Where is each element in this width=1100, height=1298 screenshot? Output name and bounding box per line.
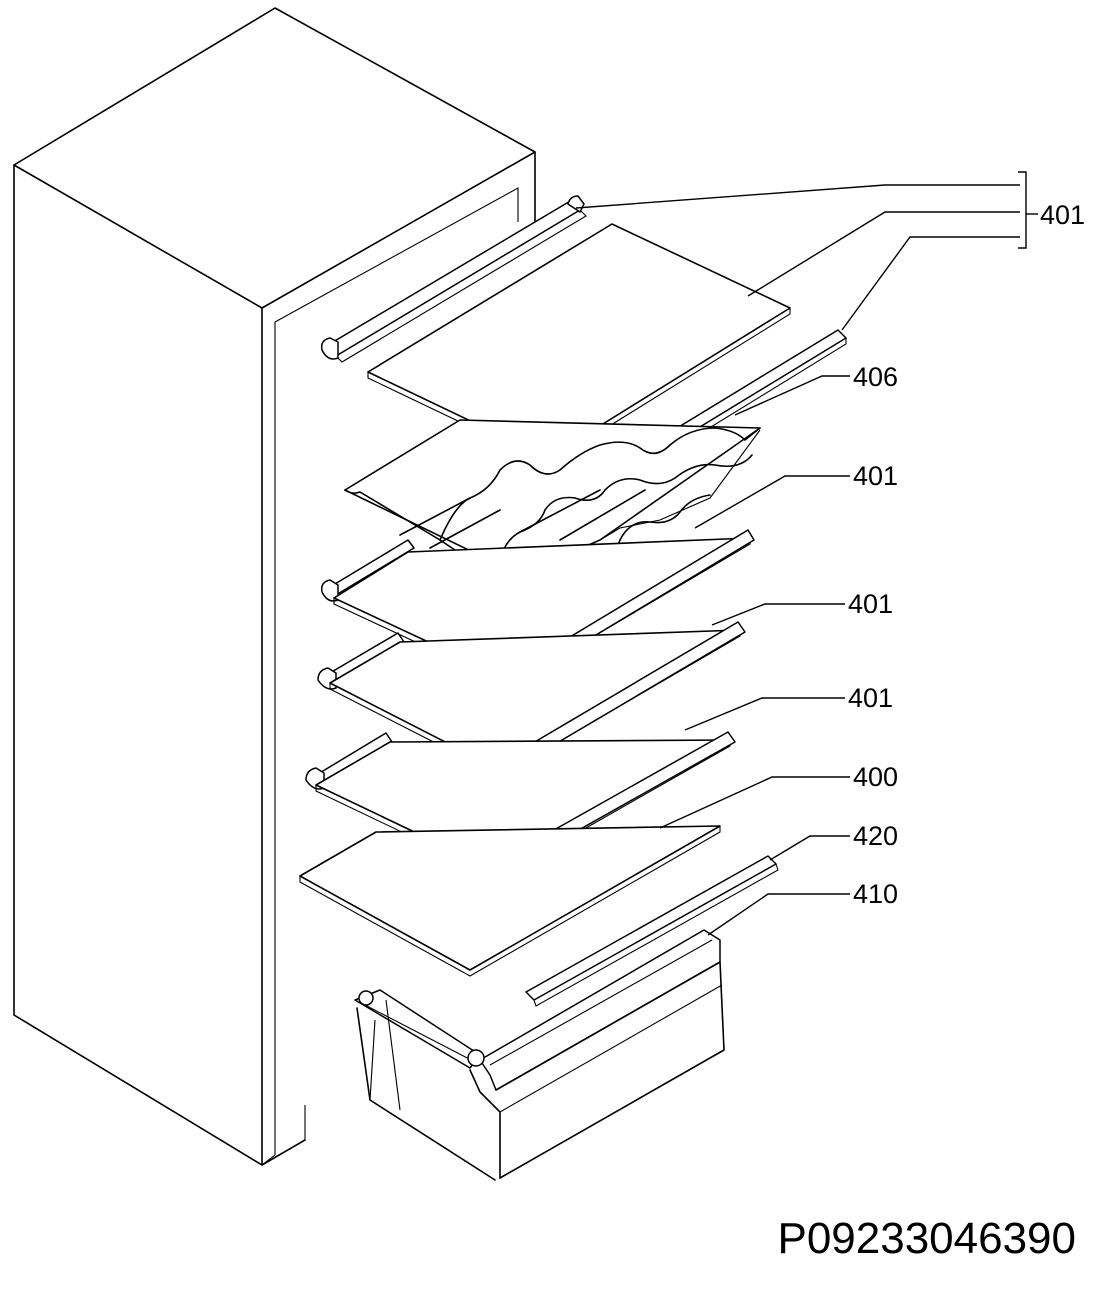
crisper-cover-glass	[299, 825, 721, 977]
leader-lines	[575, 171, 1038, 936]
crisper-front-trim	[525, 855, 779, 1007]
label-401-shelf-four: 401	[848, 683, 893, 713]
shelf-three-assembly	[317, 621, 746, 777]
label-410-crisper-drawer: 410	[853, 879, 898, 909]
refrigerator-cabinet	[13, 7, 536, 1166]
crisper-drawer	[354, 929, 725, 1181]
label-401-shelf-three: 401	[848, 589, 893, 619]
label-401-shelf-two: 401	[853, 461, 898, 491]
label-400-crisper-cover: 400	[853, 762, 898, 792]
top-shelf-assembly	[320, 195, 847, 493]
label-406-wine-rack: 406	[853, 362, 898, 392]
drawing-code: P09233046390	[777, 1214, 1076, 1263]
label-420-crisper-trim: 420	[853, 821, 898, 851]
label-401-top-group: 401	[1040, 200, 1085, 230]
